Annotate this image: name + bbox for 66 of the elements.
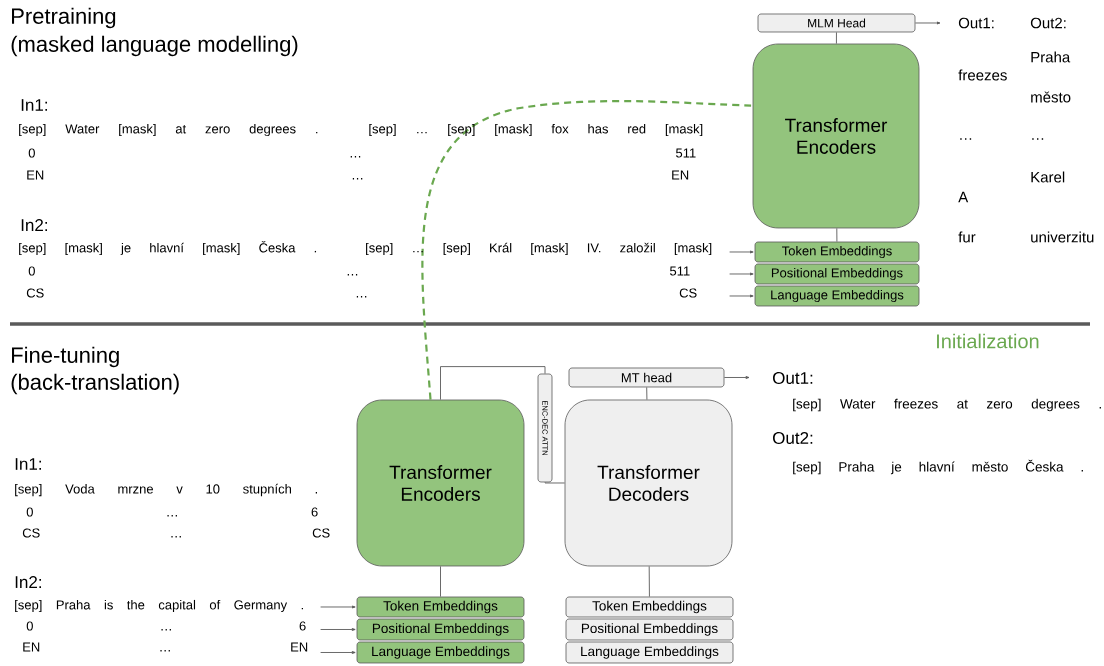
embedding-box: Positional Embeddings — [565, 618, 734, 641]
arrow — [729, 272, 754, 276]
embedding-box: Positional Embeddings — [356, 618, 525, 641]
connector-line — [648, 565, 650, 598]
section-heading: Pretraining — [12, 7, 116, 29]
position-row: 0 … 6 — [26, 507, 318, 517]
token-row: [sep] Water [mask] at zero degrees . [sep] … [sep] [mask] fox has red [mask] — [19, 123, 703, 137]
language-row: EN … EN — [27, 170, 689, 180]
output-token: … — [1032, 138, 1044, 140]
output-token: město — [1031, 91, 1071, 103]
output-token: freezes — [958, 69, 1007, 81]
embedding-box: Token Embeddings — [754, 241, 920, 263]
token-row: [sep] Voda mrzne v 10 stupních . — [15, 483, 317, 497]
connector-line — [836, 227, 838, 243]
language-row: CS … CS — [26, 288, 697, 298]
output-row: [sep] Water freezes at zero degrees . — [793, 398, 1101, 412]
arrow — [320, 605, 356, 609]
output-token: Karel — [1031, 171, 1065, 183]
input-label: In2: — [15, 576, 41, 588]
input-label: In1: — [15, 458, 41, 470]
token-row: [sep] Praha is the capital of Germany . — [15, 599, 303, 613]
input-label: In1: — [21, 99, 47, 111]
decoder-block: Transformer Decoders — [564, 399, 733, 567]
connector-line — [544, 481, 566, 484]
arrow — [729, 250, 754, 254]
output-token: univerzitu — [1031, 231, 1094, 243]
head-box: MLM Head — [757, 13, 916, 33]
section-heading: (masked language modelling) — [11, 35, 298, 57]
connector-line — [440, 565, 441, 598]
output-label: Out2: — [1030, 17, 1066, 29]
position-row: 0 … 511 — [28, 148, 696, 158]
language-row: CS … CS — [22, 528, 330, 538]
output-token: fur — [958, 231, 976, 243]
section-heading: (back-translation) — [11, 373, 179, 395]
connector-line — [440, 366, 546, 401]
embedding-box: Token Embeddings — [565, 596, 734, 618]
arrow — [729, 294, 754, 298]
head-box: MT head — [568, 367, 725, 388]
arrow — [320, 628, 356, 631]
encoder-block: Transformer Encoders — [752, 43, 920, 229]
arrow — [320, 651, 356, 654]
initialization-link — [421, 100, 753, 400]
output-label: Out2: — [773, 431, 813, 444]
connector-line — [646, 386, 648, 401]
arrow — [723, 376, 750, 379]
embedding-box: Language Embeddings — [754, 285, 920, 307]
arrow — [914, 21, 941, 25]
output-label: Out1: — [773, 371, 813, 384]
output-token: … — [960, 138, 972, 140]
embedding-box: Token Embeddings — [356, 596, 525, 618]
embedding-box: Language Embeddings — [356, 641, 525, 664]
section-heading: Fine-tuning — [12, 346, 119, 368]
output-row: [sep] Praha je hlavní město Česka . — [793, 459, 1083, 475]
position-row: 0 … 6 — [26, 621, 306, 631]
token-row: [sep] [mask] je hlavní [mask] Česka . [sep] … [sep] Král [mask] IV. založil [mask] — [19, 240, 712, 256]
output-token: Praha — [1031, 51, 1071, 63]
output-token: A — [958, 191, 969, 203]
encoder-block: Transformer Encoders — [356, 399, 525, 567]
connector-line — [835, 31, 837, 45]
initialization-label: Initialization — [937, 333, 1039, 349]
embedding-box: Positional Embeddings — [754, 263, 920, 285]
output-label: Out1: — [958, 17, 994, 29]
embedding-box: Language Embeddings — [565, 641, 734, 664]
language-row: EN … EN — [23, 642, 308, 652]
position-row: 0 … 511 — [28, 266, 690, 276]
input-label: In2: — [21, 219, 47, 231]
